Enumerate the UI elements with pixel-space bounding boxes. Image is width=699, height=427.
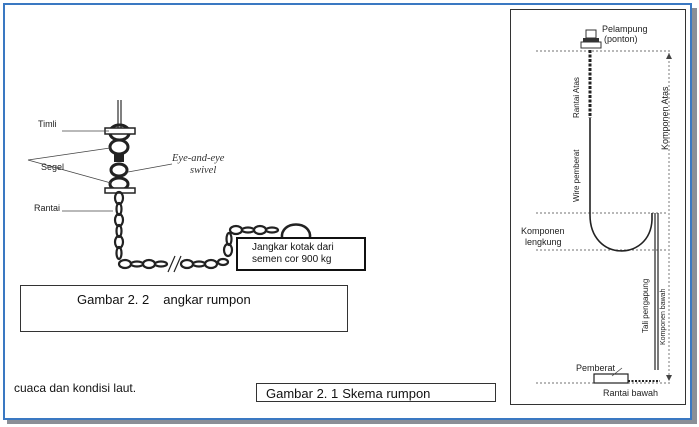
label-rantai-atas: Rantai Atas (572, 77, 581, 118)
caption-2-1-number: Gambar 2. 1 (266, 386, 339, 401)
anchor-block-box: Jangkar kotak dari semen cor 900 kg (236, 237, 366, 271)
label-komponen-atas: Komponen Atas (660, 86, 670, 150)
label-pelampung: Pelampung (602, 24, 648, 34)
label-rantai-bawah: Rantai bawah (603, 388, 659, 398)
figure-2-2-caption: Gambar 2. 2 angkar rumpon (20, 285, 348, 332)
schema-frame (510, 9, 686, 405)
label-rantai: Rantai (34, 203, 61, 213)
label-timli: Timli (38, 119, 57, 129)
label-ponton: (ponton) (604, 34, 638, 44)
caption-2-1-title: Skema rumpon (342, 386, 431, 401)
body-text: cuaca dan kondisi laut. (14, 381, 137, 395)
frame-shadow-bottom (7, 418, 695, 424)
label-tali-pengapung: Tali pengapung (641, 278, 650, 333)
slide-frame (3, 3, 692, 420)
label-swivel: Eye-and-eye (172, 153, 225, 164)
anchor-block-line2: semen cor 900 kg (252, 254, 332, 265)
caption-2-2-number: Gambar 2. 2 (77, 292, 150, 307)
label-pemberat: Pemberat (576, 363, 616, 373)
label-swivel-2: swivel (190, 165, 217, 176)
label-komponen: Komponen (521, 226, 565, 236)
frame-shadow-right (692, 8, 697, 424)
label-segel: Segel (41, 162, 65, 172)
caption-2-2-title: angkar rumpon (163, 292, 251, 307)
anchor-block-line1: Jangkar kotak dari (252, 242, 334, 253)
label-komponen-bawah: Komponen bawah (660, 288, 667, 345)
label-wire-pemberat: Wire pemberat (572, 149, 581, 202)
label-lengkung: lengkung (525, 237, 562, 247)
